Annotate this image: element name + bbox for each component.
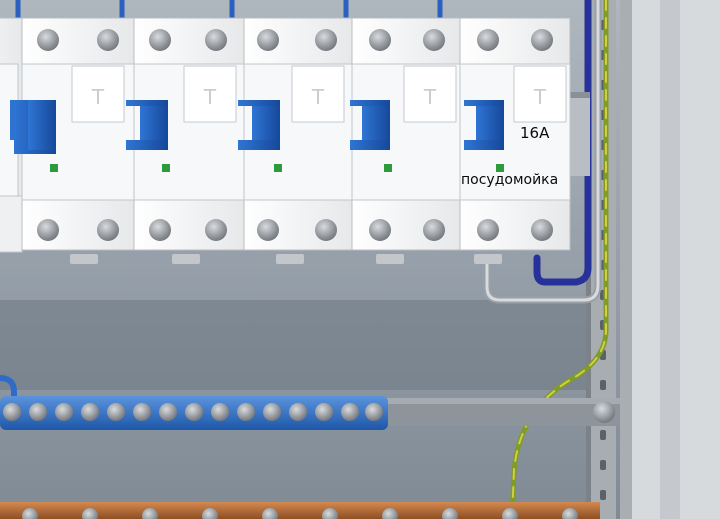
earth-busbar (0, 502, 600, 519)
breaker-module-4: T (238, 17, 353, 264)
breaker-rating-label: 16A (520, 124, 550, 142)
breaker-module-2: T (14, 17, 135, 264)
shadow-band (0, 300, 600, 390)
breaker-module-6-labeled: T (459, 17, 571, 264)
breaker-module-5: T (350, 17, 461, 264)
svg-text:T: T (91, 85, 105, 109)
circuit-name-label: посудомойка (461, 172, 559, 188)
svg-text:T: T (311, 85, 325, 109)
neutral-busbar (0, 396, 620, 430)
wires (0, 0, 609, 519)
svg-text:T: T (423, 85, 437, 109)
svg-text:T: T (533, 85, 547, 109)
breaker-module-3: T (126, 17, 245, 264)
svg-text:T: T (203, 85, 217, 109)
